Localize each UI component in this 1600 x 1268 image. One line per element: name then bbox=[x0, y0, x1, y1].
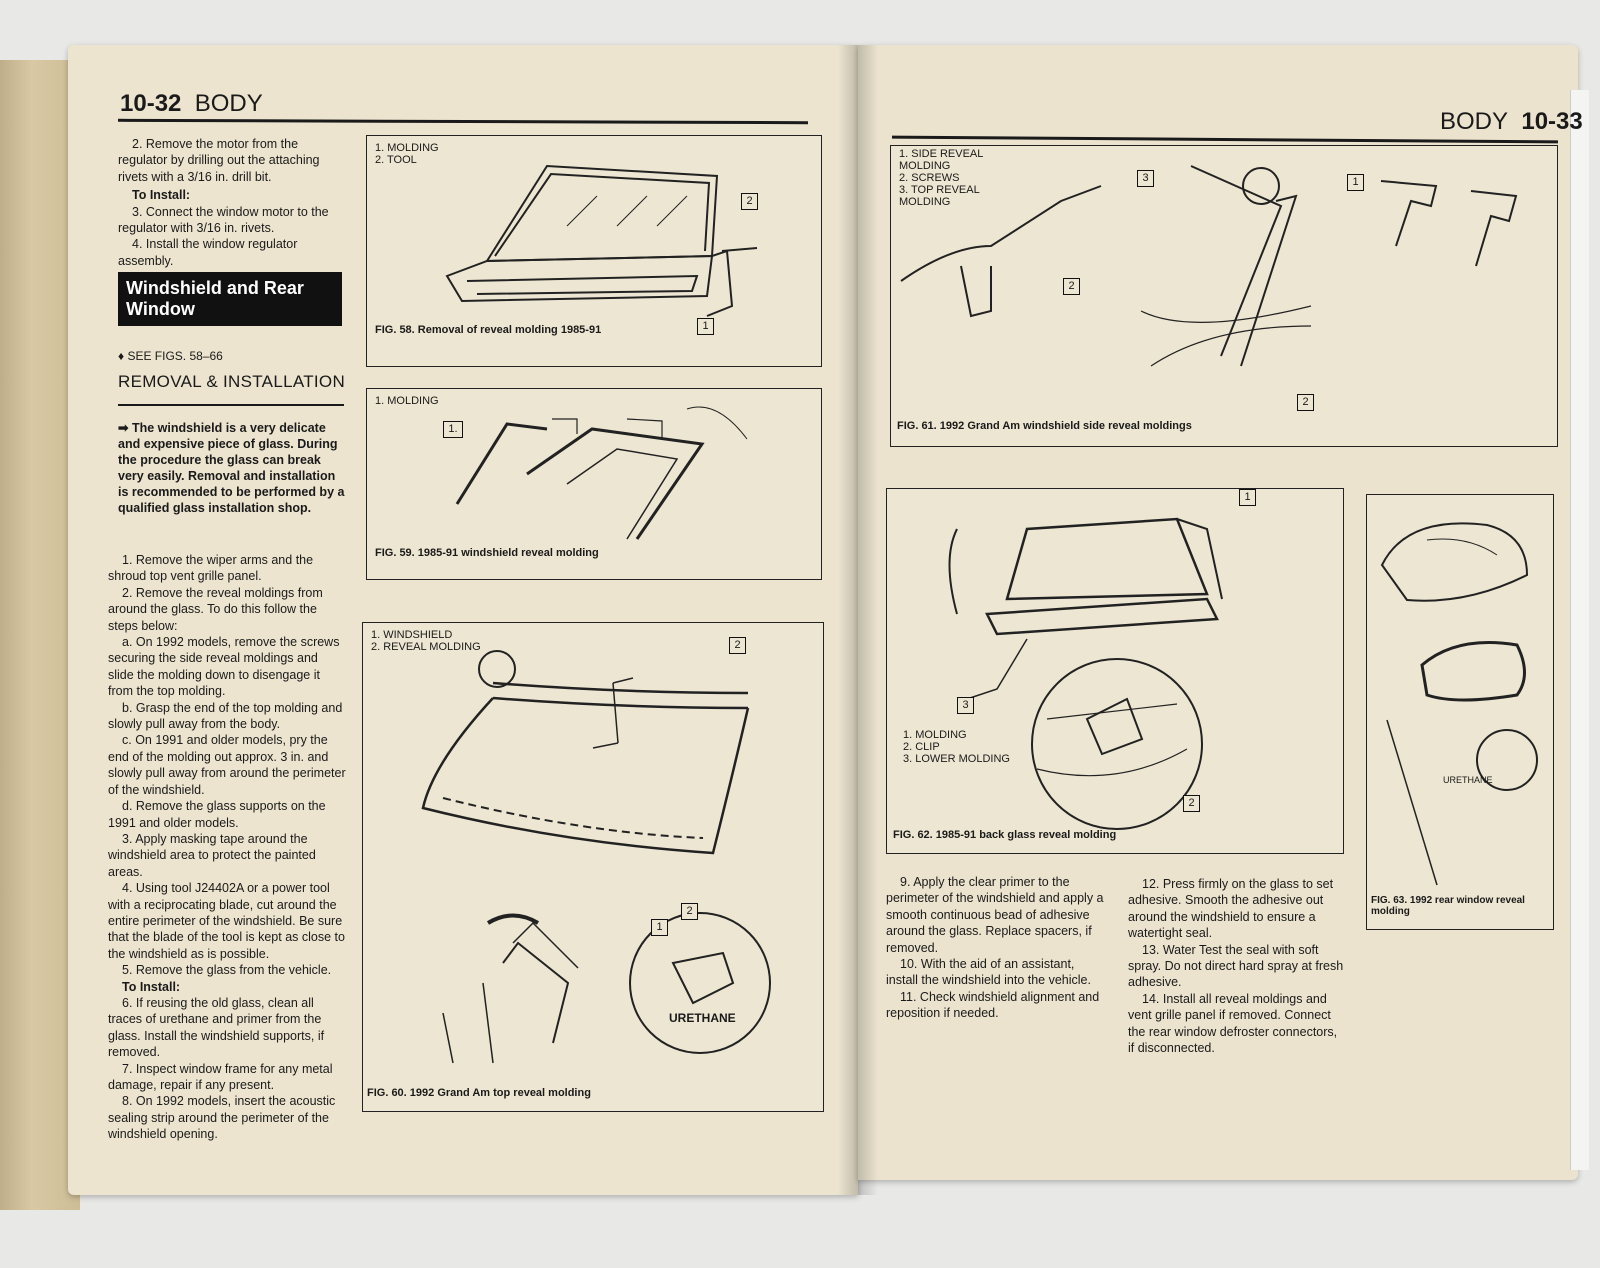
fig58-legend-item: 2. TOOL bbox=[375, 154, 417, 166]
step-r2a: a. On 1992 models, remove the screws sec… bbox=[108, 635, 340, 699]
figure-63: URETHANE FIG. 63. 1992 rear window revea… bbox=[1366, 494, 1554, 930]
install-steps-col2: 12. Press firmly on the glass to set adh… bbox=[1128, 876, 1346, 1056]
fig60-callout: 1 bbox=[651, 919, 668, 936]
fig60-legend-item: 1. WINDSHIELD bbox=[371, 629, 453, 641]
section-heading-box: Windshield and Rear Window bbox=[118, 272, 342, 326]
step-r3: 3. Apply masking tape around the windshi… bbox=[108, 831, 316, 879]
fig58-legend: 1. MOLDING 2. TOOL bbox=[375, 142, 439, 166]
step-r2: 2. Remove the reveal moldings from aroun… bbox=[108, 585, 323, 633]
fig60-illustration bbox=[421, 650, 771, 1064]
fig62-legend-item: 3. LOWER MOLDING bbox=[903, 753, 1010, 765]
fig61-caption: FIG. 61. 1992 Grand Am windshield side r… bbox=[897, 420, 1192, 432]
step-r8: 8. On 1992 models, insert the acoustic s… bbox=[108, 1094, 336, 1142]
fig58-caption: FIG. 58. Removal of reveal molding 1985-… bbox=[375, 324, 602, 336]
figure-59: 1. MOLDING 1. FIG. 59. 1985-91 windshiel… bbox=[366, 388, 822, 580]
fig60-callout: 2 bbox=[681, 903, 698, 920]
step-11: 11. Check windshield alignment and repos… bbox=[886, 989, 1100, 1021]
right-page-header: BODY 10-33 bbox=[1440, 108, 1583, 136]
step-4: 4. Install the window regulator assembly… bbox=[118, 237, 298, 268]
step-2: 2. Remove the motor from the regulator b… bbox=[118, 137, 320, 184]
fig61-callout: 1 bbox=[1347, 174, 1364, 191]
step-r4: 4. Using tool J24402A or a power tool wi… bbox=[108, 881, 345, 961]
section-name: BODY bbox=[194, 90, 263, 117]
fig59-illustration bbox=[455, 406, 748, 540]
fig60-legend-item: 2. REVEAL MOLDING bbox=[371, 641, 481, 653]
removal-steps: 1. Remove the wiper arms and the shroud … bbox=[108, 552, 346, 1143]
fig61-legend-item: 3. TOP REVEAL MOLDING bbox=[899, 184, 980, 208]
see-figs: ♦ SEE FIGS. 58–66 bbox=[118, 349, 223, 363]
fig62-caption: FIG. 62. 1985-91 back glass reveal moldi… bbox=[893, 829, 1117, 841]
fig58-callout: 2 bbox=[741, 193, 758, 210]
step-r2b: b. Grasp the end of the top molding and … bbox=[108, 700, 343, 732]
fig61-callout: 3 bbox=[1137, 170, 1154, 187]
fig62-legend-item: 2. CLIP bbox=[903, 741, 940, 753]
fig60-callout: 2 bbox=[729, 637, 746, 654]
step-r2d: d. Remove the glass supports on the 1991… bbox=[108, 799, 326, 830]
book-page-edges bbox=[0, 60, 80, 1210]
page-number: 10-33 bbox=[1521, 108, 1583, 135]
fig62-callout: 2 bbox=[1183, 795, 1200, 812]
book-gutter bbox=[838, 45, 878, 1195]
left-page-header: 10-32 BODY bbox=[120, 90, 263, 118]
figure-61: 1. SIDE REVEAL MOLDING 2. SCREWS 3. TOP … bbox=[890, 145, 1558, 447]
fig61-legend-item: 2. SCREWS bbox=[899, 172, 960, 184]
step-14: 14. Install all reveal moldings and vent… bbox=[1128, 991, 1338, 1056]
plastic-cover-edge bbox=[1570, 90, 1589, 1170]
to-install-heading: To Install: bbox=[132, 188, 191, 203]
to-install-heading-2: To Install: bbox=[122, 979, 181, 994]
fig62-callout: 1 bbox=[1239, 489, 1256, 506]
fig62-legend: 1. MOLDING 2. CLIP 3. LOWER MOLDING bbox=[903, 729, 1010, 765]
subheading: REMOVAL & INSTALLATION bbox=[118, 372, 346, 391]
step-3: 3. Connect the window motor to the regul… bbox=[118, 204, 329, 236]
fig61-legend: 1. SIDE REVEAL MOLDING 2. SCREWS 3. TOP … bbox=[899, 148, 1019, 208]
step-13: 13. Water Test the seal with soft spray.… bbox=[1128, 942, 1344, 990]
fig61-legend-item: 1. SIDE REVEAL MOLDING bbox=[899, 148, 983, 172]
fig58-legend-item: 1. MOLDING bbox=[375, 142, 439, 154]
fig62-legend-item: 1. MOLDING bbox=[903, 729, 967, 741]
step-r2c: c. On 1991 and older models, pry the end… bbox=[108, 733, 346, 797]
fig60-detail-label: URETHANE bbox=[669, 1011, 736, 1025]
fig60-legend: 1. WINDSHIELD 2. REVEAL MOLDING bbox=[371, 629, 481, 653]
fig59-legend: 1. MOLDING bbox=[375, 395, 439, 407]
step-12: 12. Press firmly on the glass to set adh… bbox=[1128, 877, 1334, 941]
step-10: 10. With the aid of an assistant, instal… bbox=[886, 957, 1091, 988]
intro-steps: 2. Remove the motor from the regulator b… bbox=[118, 136, 346, 269]
fig61-callout: 2 bbox=[1063, 278, 1080, 295]
figure-58: 1. MOLDING 2. TOOL 1 2 FIG. 58. Removal … bbox=[366, 135, 822, 367]
install-steps-col1: 9. Apply the clear primer to the perimet… bbox=[886, 874, 1106, 1022]
step-9: 9. Apply the clear primer to the perimet… bbox=[886, 875, 1104, 955]
fig62-callout: 3 bbox=[957, 697, 974, 714]
fig58-illustration bbox=[445, 164, 758, 317]
fig63-detail-label: URETHANE bbox=[1443, 775, 1493, 785]
fig58-callout: 1 bbox=[697, 318, 714, 335]
fig60-caption: FIG. 60. 1992 Grand Am top reveal moldin… bbox=[367, 1087, 591, 1099]
fig61-illustration bbox=[900, 165, 1518, 367]
fig59-caption: FIG. 59. 1985-91 windshield reveal moldi… bbox=[375, 547, 599, 559]
step-r5: 5. Remove the glass from the vehicle. bbox=[122, 963, 332, 978]
fig63-illustration bbox=[1380, 522, 1538, 886]
fig61-callout: 2 bbox=[1297, 394, 1314, 411]
step-r1: 1. Remove the wiper arms and the shroud … bbox=[108, 553, 314, 584]
figure-62: 1 3 2 1. MOLDING 2. CLIP 3. LOWER MOLDIN… bbox=[886, 488, 1344, 854]
subheading-rule bbox=[118, 404, 344, 406]
section-name: BODY bbox=[1440, 108, 1509, 135]
fig59-callout: 1. bbox=[443, 421, 463, 438]
figure-60: 1. WINDSHIELD 2. REVEAL MOLDING 2 1 2 UR… bbox=[362, 622, 824, 1112]
fig63-caption: FIG. 63. 1992 rear window reveal molding bbox=[1371, 895, 1525, 917]
step-r6: 6. If reusing the old glass, clean all t… bbox=[108, 995, 325, 1060]
warning-note: ➡ The windshield is a very delicate and … bbox=[118, 421, 345, 515]
fig62-illustration bbox=[948, 517, 1223, 830]
step-r7: 7. Inspect window frame for any metal da… bbox=[108, 1061, 333, 1092]
page-number: 10-32 bbox=[120, 90, 182, 117]
fig59-legend-item: 1. MOLDING bbox=[375, 395, 439, 407]
